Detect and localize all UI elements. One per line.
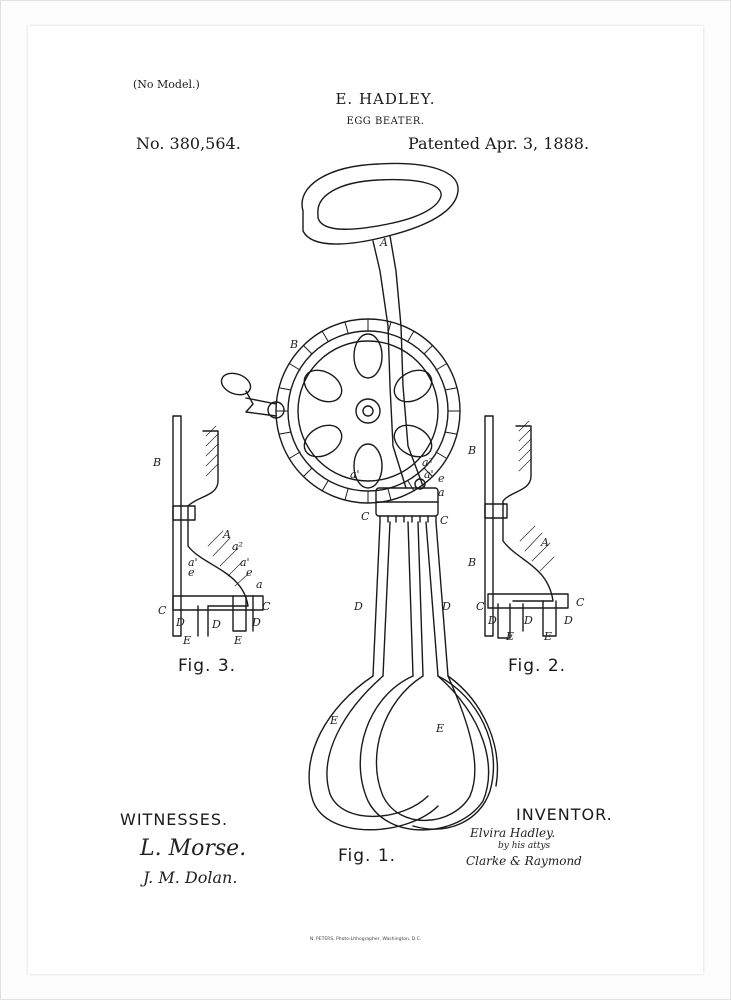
label-D-right-fig1: D bbox=[441, 600, 451, 613]
attorneys-signature: Clarke & Raymond bbox=[466, 854, 582, 868]
label-A-fig2: A bbox=[540, 536, 549, 549]
label-C-left-fig3: C bbox=[158, 604, 167, 617]
label-a-fig1: a bbox=[438, 486, 445, 499]
label-A-fig1: A bbox=[379, 236, 388, 249]
patent-number: No. 380,564. bbox=[136, 134, 241, 153]
label-C-left-fig1: C bbox=[361, 510, 370, 523]
witnesses-label: WITNESSES. bbox=[120, 810, 229, 829]
inventor-name-heading: E. HADLEY. bbox=[335, 90, 436, 108]
fig2-label: Fig. 2. bbox=[508, 656, 567, 676]
label-a2-fig1: a² bbox=[422, 456, 433, 469]
label-a1-fig1: a' bbox=[350, 468, 360, 481]
label-D2-fig2: D bbox=[523, 614, 533, 627]
label-E2-fig3: E bbox=[233, 634, 242, 647]
inventor-label: INVENTOR. bbox=[516, 805, 613, 824]
label-E-right-fig1: E bbox=[435, 722, 444, 735]
label-C-right-fig2: C bbox=[576, 596, 585, 609]
fig3-label: Fig. 3. bbox=[178, 656, 237, 676]
witness-signature-2: J. M. Dolan. bbox=[143, 868, 238, 887]
printer-credit: N. PETERS, Photo-Lithographer, Washingto… bbox=[309, 937, 422, 942]
label-A-fig3: A bbox=[222, 528, 231, 541]
label-D3-fig3: D bbox=[251, 616, 261, 629]
label-B-fig3: B bbox=[152, 456, 161, 469]
label-a2-fig3: a² bbox=[232, 540, 243, 553]
label-a1b-fig3: a' bbox=[240, 556, 250, 569]
label-E2-fig2: E bbox=[543, 630, 552, 643]
label-B-fig1: B bbox=[289, 338, 298, 351]
patented-date: Patented Apr. 3, 1888. bbox=[408, 134, 590, 153]
label-a-fig3: a bbox=[256, 578, 263, 591]
label-D2-fig3: D bbox=[211, 618, 221, 631]
label-a1b-fig1: a' bbox=[424, 468, 434, 481]
inventor-signature: Elvira Hadley. bbox=[470, 826, 556, 840]
label-D1-fig2: D bbox=[487, 614, 497, 627]
witness-signature-1: L. Morse. bbox=[140, 836, 247, 861]
label-D-left-fig1: D bbox=[353, 600, 363, 613]
label-e2-fig3: e bbox=[246, 566, 253, 579]
label-E1-fig3: E bbox=[182, 634, 191, 647]
label-e-fig3: e bbox=[188, 566, 195, 579]
fig1-label: Fig. 1. bbox=[338, 846, 397, 866]
label-B1-fig2: B bbox=[467, 444, 476, 457]
fig3-section bbox=[172, 415, 264, 637]
patent-sheet: A B a' a² a' e a C C D D E E B A a² a' a… bbox=[28, 26, 703, 974]
label-E-left-fig1: E bbox=[329, 714, 338, 727]
label-e-fig1: e bbox=[438, 472, 445, 485]
invention-title: EGG BEATER. bbox=[346, 116, 425, 127]
no-model-note: (No Model.) bbox=[133, 78, 200, 91]
label-D3-fig2: D bbox=[563, 614, 573, 627]
by-attorneys-note: by his attys bbox=[498, 841, 551, 851]
label-D1-fig3: D bbox=[175, 616, 185, 629]
part-labels: A B a' a² a' e a C C D D E E B A a² a' a… bbox=[152, 236, 585, 735]
fig1-egg-beater bbox=[220, 162, 499, 831]
label-C-left-fig2: C bbox=[476, 600, 485, 613]
fig2-section bbox=[484, 415, 569, 639]
label-C-right-fig3: C bbox=[262, 600, 271, 613]
label-a1-fig3: a' bbox=[188, 556, 198, 569]
label-C-right-fig1: C bbox=[440, 514, 449, 527]
label-E1-fig2: E bbox=[505, 630, 514, 643]
patent-drawing: A B a' a² a' e a C C D D E E B A a² a' a… bbox=[152, 162, 585, 831]
label-B2-fig2: B bbox=[467, 556, 476, 569]
